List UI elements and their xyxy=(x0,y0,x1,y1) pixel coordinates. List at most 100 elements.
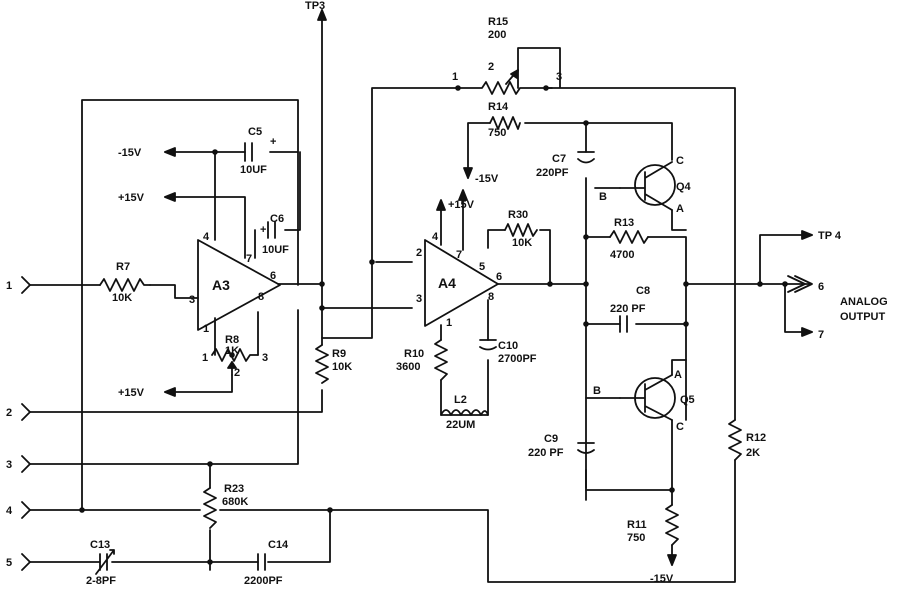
supply-pos15-a: +15V xyxy=(118,192,145,204)
a4-pin2: 2 xyxy=(416,247,422,259)
resistors xyxy=(99,81,742,546)
resistor-r11 xyxy=(665,504,679,546)
c14-ref: C14 xyxy=(268,539,289,551)
capacitor-c10 xyxy=(479,339,497,351)
analog-output-line2: OUTPUT xyxy=(840,311,886,323)
c13-value: 2-8PF xyxy=(86,575,116,587)
r15-ref: R15 xyxy=(488,16,508,28)
supply-neg15-b: -15V xyxy=(475,173,499,185)
r10-ref: R10 xyxy=(404,348,424,360)
q5-base: B xyxy=(593,385,601,397)
capacitor-c7 xyxy=(577,151,595,164)
r12-value: 2K xyxy=(746,447,760,459)
c10-value: 2700PF xyxy=(498,353,537,365)
q4-ref: Q4 xyxy=(676,181,692,193)
l2-ref: L2 xyxy=(454,394,467,406)
c8-value: 220 PF xyxy=(610,303,646,315)
q4-emitter: A xyxy=(676,203,684,215)
a3-pin8: 8 xyxy=(258,291,264,303)
input-1: 1 xyxy=(6,280,12,292)
resistor-r10 xyxy=(434,339,448,381)
supply-neg15-c: -15V xyxy=(650,573,674,585)
r12-ref: R12 xyxy=(746,432,766,444)
resistor-r8 xyxy=(211,348,259,362)
r15-pin2: 2 xyxy=(488,61,494,73)
r8-value: 1K xyxy=(225,345,239,357)
r13-value: 4700 xyxy=(610,249,634,261)
a4-pin4: 4 xyxy=(432,231,439,243)
a3-pin6: 6 xyxy=(270,270,276,282)
inductor-l2 xyxy=(440,409,489,416)
a4-pin8: 8 xyxy=(488,291,494,303)
output-6: 6 xyxy=(818,281,824,293)
a4-pin7: 7 xyxy=(456,249,462,261)
r9-value: 10K xyxy=(332,361,352,373)
a3-pin7: 7 xyxy=(246,253,252,265)
c6-ref: C6 xyxy=(270,213,284,225)
transistor-q5 xyxy=(619,374,676,421)
resistor-r12 xyxy=(728,419,742,461)
resistor-r23 xyxy=(203,487,217,529)
output-7: 7 xyxy=(818,329,824,341)
l2-value: 22UM xyxy=(446,419,475,431)
q5-emitter: A xyxy=(674,369,682,381)
r8-ref: R8 xyxy=(225,334,239,346)
capacitor-c14 xyxy=(257,553,266,571)
analog-output-line1: ANALOG xyxy=(840,296,888,308)
arrows xyxy=(21,9,813,571)
q4-collector: C xyxy=(676,155,684,167)
c10-ref: C10 xyxy=(498,340,518,352)
a4-pin6: 6 xyxy=(496,271,502,283)
r14-value: 750 xyxy=(488,127,506,139)
q4-base: B xyxy=(599,191,607,203)
r14-ref: R14 xyxy=(488,101,509,113)
r11-ref: R11 xyxy=(627,519,647,531)
r8-pin2: 2 xyxy=(234,367,240,379)
supply-pos15-c: +15V xyxy=(448,199,475,211)
resistor-r13 xyxy=(609,230,649,244)
r7-value: 10K xyxy=(112,292,132,304)
resistor-r15 xyxy=(457,81,553,95)
c5-value: 10UF xyxy=(240,164,267,176)
tp4-label: TP 4 xyxy=(818,230,842,242)
a4-pin5: 5 xyxy=(479,261,485,273)
input-5: 5 xyxy=(6,557,12,569)
opamp-a3: A3 4 7 3 6 1 8 xyxy=(189,231,281,335)
a4-label: A4 xyxy=(438,275,456,291)
r10-value: 3600 xyxy=(396,361,420,373)
r23-ref: R23 xyxy=(224,483,244,495)
c6-value: 10UF xyxy=(262,244,289,256)
r8-pin3: 3 xyxy=(262,352,268,364)
c5-polarity: + xyxy=(270,136,276,148)
c6-polarity: + xyxy=(260,224,266,236)
supply-neg15-a: -15V xyxy=(118,147,142,159)
r11-value: 750 xyxy=(627,532,645,544)
c9-value: 220 PF xyxy=(528,447,564,459)
r7-ref: R7 xyxy=(116,261,130,273)
resistor-r9 xyxy=(315,344,329,384)
capacitor-c13 xyxy=(95,549,115,575)
a3-label: A3 xyxy=(212,277,230,293)
transistor-q4 xyxy=(619,161,676,211)
resistor-r14 xyxy=(489,116,521,130)
resistor-r7 xyxy=(99,278,151,292)
c5-ref: C5 xyxy=(248,126,262,138)
a4-pin1: 1 xyxy=(446,317,452,329)
a3-pin3: 3 xyxy=(189,294,195,306)
c7-value: 220PF xyxy=(536,167,569,179)
input-4: 4 xyxy=(6,505,13,517)
c14-value: 2200PF xyxy=(244,575,283,587)
junctions xyxy=(79,85,788,565)
input-3: 3 xyxy=(6,459,12,471)
resistor-r30 xyxy=(504,223,538,237)
q5-collector: C xyxy=(676,421,684,433)
capacitor-c6 xyxy=(267,221,276,239)
capacitor-c5 xyxy=(244,142,253,162)
r30-ref: R30 xyxy=(508,209,528,221)
input-2: 2 xyxy=(6,407,12,419)
r9-ref: R9 xyxy=(332,348,346,360)
a4-pin3: 3 xyxy=(416,293,422,305)
c13-ref: C13 xyxy=(90,539,110,551)
r15-pin1: 1 xyxy=(452,71,458,83)
